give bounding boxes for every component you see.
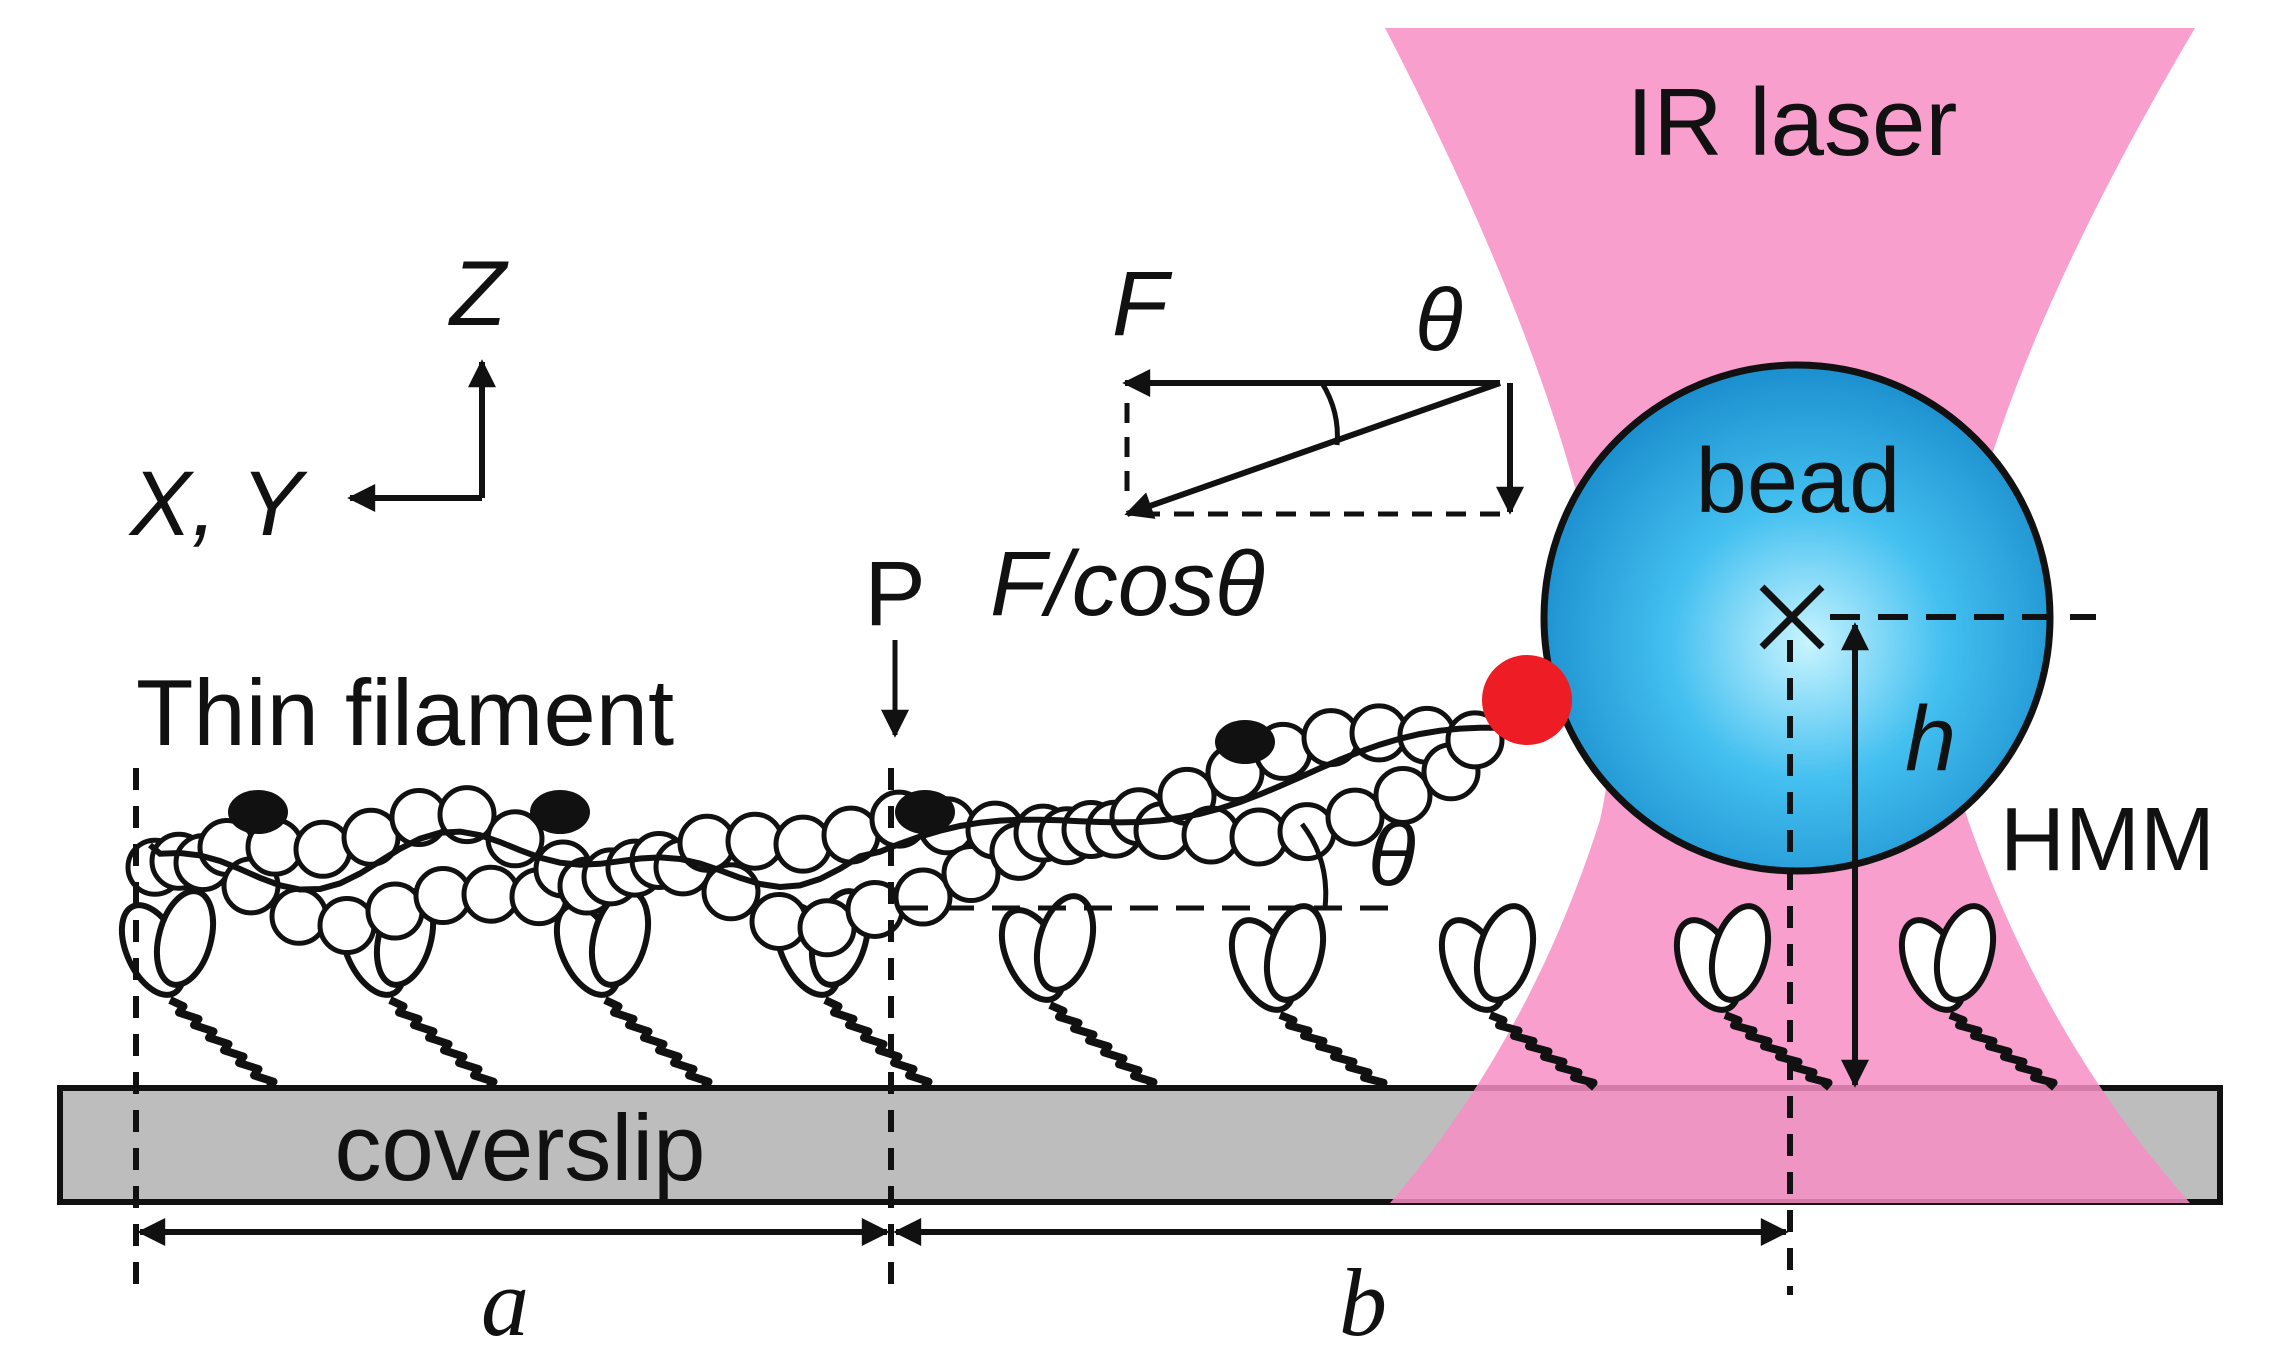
point-p-label: P xyxy=(864,543,925,645)
ir-laser-label: IR laser xyxy=(1627,69,1958,176)
hmm-head xyxy=(1933,903,1997,1003)
actin-monomer xyxy=(1229,807,1289,867)
theta-top-label: θ xyxy=(1415,270,1463,369)
hmm-tail xyxy=(1278,1011,1388,1091)
hmm-tail xyxy=(823,996,933,1091)
hmm-tail xyxy=(1948,1011,2058,1091)
force-f-label: F xyxy=(1112,253,1173,355)
tropomyosin-strand xyxy=(148,724,1500,893)
troponin-complex xyxy=(530,790,590,834)
hmm-head xyxy=(153,888,217,988)
actin-monomer xyxy=(293,819,353,879)
bead-center-cross xyxy=(1759,584,1825,650)
hmm-molecule xyxy=(998,893,1158,1091)
hmm-tail xyxy=(388,996,498,1091)
force-f-cos-label: F/cosθ xyxy=(990,533,1265,635)
troponin-complex xyxy=(228,790,288,834)
actin-monomer xyxy=(773,814,833,874)
bead-label: bead xyxy=(1696,430,1901,532)
hmm-molecule xyxy=(1673,903,1833,1091)
axis-xy-label: X, Y xyxy=(128,453,308,555)
hmm-molecule xyxy=(1898,903,2058,1091)
attachment-point xyxy=(1482,655,1572,745)
hmm-molecule xyxy=(1438,903,1598,1091)
actin-monomer xyxy=(1325,787,1385,847)
actin-monomer xyxy=(437,785,497,845)
hmm-tail xyxy=(1723,1011,1833,1091)
hmm-head xyxy=(1473,903,1537,1003)
hmm-head xyxy=(1033,893,1097,993)
actin-monomer xyxy=(269,886,329,946)
axis-z-label: Z xyxy=(448,243,509,345)
distance-b-label: b xyxy=(1339,1249,1387,1356)
hmm-tail xyxy=(168,996,278,1091)
theta-bottom-label: θ xyxy=(1368,805,1416,904)
coordinate-axes xyxy=(347,359,496,512)
hmm-head xyxy=(1708,903,1772,1003)
actin-monomer xyxy=(749,891,809,951)
coverslip-label: coverslip xyxy=(335,1095,706,1200)
hmm-molecule xyxy=(1228,903,1388,1091)
thin-filament xyxy=(125,703,1505,958)
troponin-complex xyxy=(1215,720,1275,764)
hmm-head xyxy=(1263,903,1327,1003)
thin-filament-label: Thin filament xyxy=(136,660,674,765)
distance-a-label: a xyxy=(481,1249,529,1356)
hmm-tail xyxy=(603,996,713,1091)
hmm-molecule xyxy=(118,888,278,1091)
hmm-tail xyxy=(1488,1011,1598,1091)
actin-monomer xyxy=(893,867,953,927)
hmm-label: HMM xyxy=(2000,790,2215,890)
troponin-complex xyxy=(895,790,955,834)
force-diagram xyxy=(1122,369,1524,519)
filament-angle-arc xyxy=(1300,822,1329,909)
hmm-tail xyxy=(1048,1001,1158,1091)
hmm-molecule xyxy=(553,888,713,1091)
height-h-label: h xyxy=(1905,688,1956,790)
actin-monomer xyxy=(1373,765,1433,825)
